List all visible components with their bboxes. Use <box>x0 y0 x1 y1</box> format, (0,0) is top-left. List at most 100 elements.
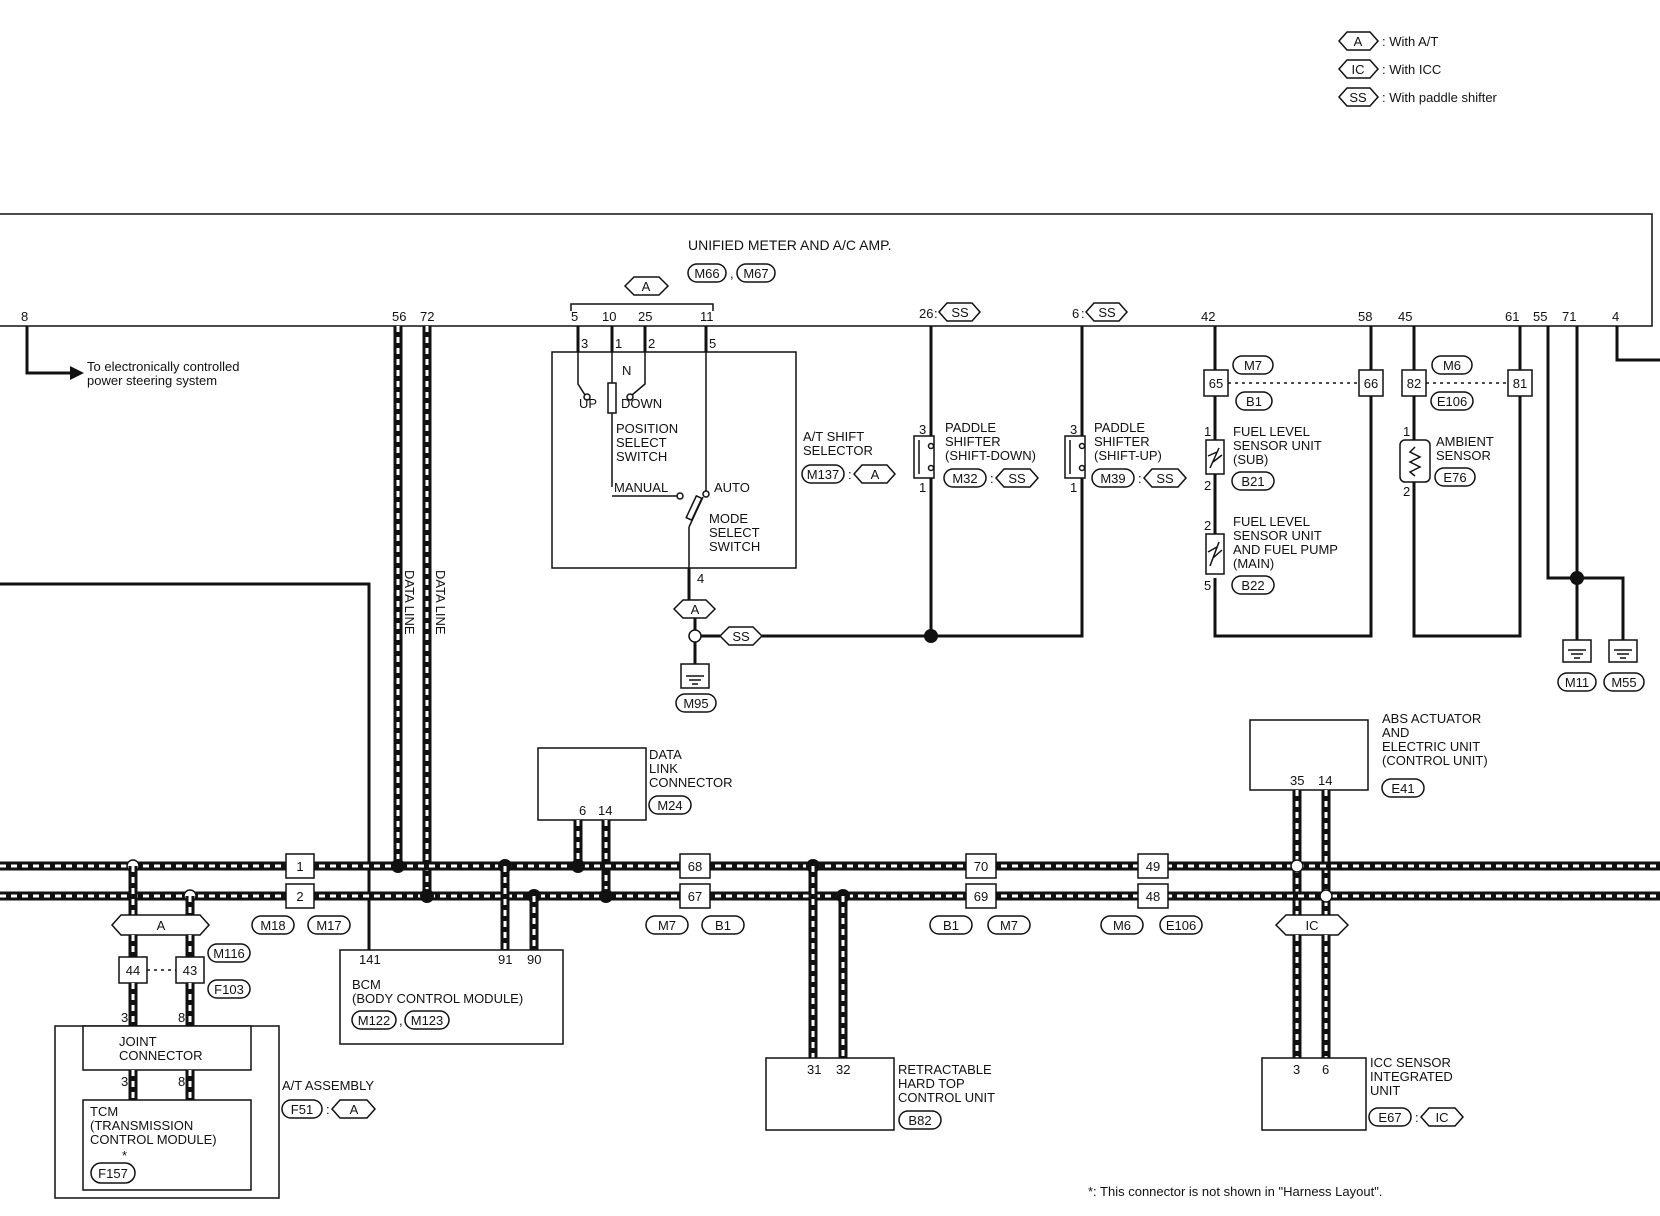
pin-label: 4 <box>1612 309 1619 324</box>
at-shift-selector: A 3 1 2 5 N UP DOWN POSITION SELECT SWIT… <box>551 276 1084 713</box>
meter-pins: 8 56 72 5 10 25 11 26 : SS 6 : SS 42 58 … <box>21 302 1619 324</box>
pin-label: 3 <box>1293 1062 1300 1077</box>
ground-label: M95 <box>683 696 708 711</box>
n-label: N <box>622 363 631 378</box>
connector-label: M123 <box>411 1013 444 1028</box>
legend-item-ic: IC : With ICC <box>1337 59 1441 79</box>
down-label: DOWN <box>621 396 662 411</box>
at-assembly-title: A/T ASSEMBLY <box>282 1078 374 1093</box>
bus-connector-m6-e106: 49 48 M6 E106 <box>1100 853 1203 935</box>
pin-label: 58 <box>1358 309 1372 324</box>
connector-label: B82 <box>908 1113 931 1128</box>
pin-label: 1 <box>296 859 303 874</box>
pin-label: 1 <box>1204 424 1211 439</box>
connector-label: M66 <box>694 266 719 281</box>
icc-sensor-unit: IC 3 6 ICC SENSOR INTEGRATED UNIT E67 : … <box>1261 914 1465 1131</box>
star-mark: * <box>122 1148 127 1163</box>
connector-label: M7 <box>1000 918 1018 933</box>
pin-label: 14 <box>1318 773 1332 788</box>
legend: A : With A/T IC : With ICC SS : With pad… <box>1337 31 1498 107</box>
sensor-title: AND FUEL PUMP <box>1233 542 1338 557</box>
pin-label: 8 <box>178 1010 185 1025</box>
pin-label: 35 <box>1290 773 1304 788</box>
abs-title: ABS ACTUATOR <box>1382 711 1481 726</box>
legend-text: : With paddle shifter <box>1382 90 1498 105</box>
legend-text: : With A/T <box>1382 34 1438 49</box>
pin-label: 31 <box>807 1062 821 1077</box>
up-label: UP <box>579 396 597 411</box>
paddle-shifter-up: 3 1 PADDLE SHIFTER (SHIFT-UP) M39 : SS <box>1064 420 1188 495</box>
paddle-shifter-down: 3 1 PADDLE SHIFTER (SHIFT-DOWN) M32 : SS <box>913 420 1040 495</box>
pin-label: 67 <box>688 889 702 904</box>
pin-label: 8 <box>178 1074 185 1089</box>
joint-title: JOINT <box>119 1034 157 1049</box>
pin-label: 90 <box>527 952 541 967</box>
connector-label: E41 <box>1391 781 1414 796</box>
separator: , <box>399 1013 403 1028</box>
connector-label: B21 <box>1241 474 1264 489</box>
footnote: *: This connector is not shown in "Harne… <box>1088 1184 1382 1199</box>
pin-label: 2 <box>1204 478 1211 493</box>
tcm-title: TCM <box>90 1104 118 1119</box>
abs-title: AND <box>1382 725 1409 740</box>
joint-connector-tcm: A 44 43 M116 F103 3 8 JOINT CONNECTOR 3 … <box>54 866 377 1199</box>
pin-label: 2 <box>648 336 655 351</box>
paddle-title: (SHIFT-UP) <box>1094 448 1162 463</box>
paddle-title: SHIFTER <box>1094 434 1150 449</box>
pin-label: 69 <box>974 889 988 904</box>
bus-connector-b1-m7: 70 69 B1 M7 <box>929 853 1031 935</box>
pin-label: 56 <box>392 309 406 324</box>
pin-label: 5 <box>571 309 578 324</box>
power-steering-arrow: To electronically controlled power steer… <box>25 326 239 388</box>
tcm-title: (TRANSMISSION <box>90 1118 193 1133</box>
selector-title: A/T SHIFT <box>803 429 864 444</box>
fuel-level-circuit: 65 66 M7 B1 1 2 FUEL LEVEL SENSOR UNIT (… <box>1203 326 1384 638</box>
sensor-title: FUEL LEVEL <box>1233 424 1310 439</box>
data-lines: DATA LINE DATA LINE <box>393 326 448 896</box>
ground-label: M11 <box>1565 675 1589 690</box>
paddle-title: PADDLE <box>1094 420 1145 435</box>
switch-title: SELECT <box>616 435 667 450</box>
ss-tag: SS <box>732 629 750 644</box>
pin-label: 42 <box>1201 309 1215 324</box>
connector-label: F157 <box>98 1166 128 1181</box>
pin-label: 91 <box>498 952 512 967</box>
pin-label: 68 <box>688 859 702 874</box>
pin-label: 5 <box>1204 578 1211 593</box>
pin-label: 3 <box>121 1010 128 1025</box>
bus-connector-m18-m17: 1 2 M18 M17 <box>251 853 351 935</box>
pin141-wire <box>0 582 371 950</box>
pin4-wire <box>1615 326 1660 362</box>
connector-label: B1 <box>943 918 959 933</box>
icc-title: INTEGRATED <box>1370 1069 1453 1084</box>
connector-label: M24 <box>657 798 682 813</box>
sensor-title: SENSOR <box>1436 448 1491 463</box>
switch-title: SELECT <box>709 525 760 540</box>
connector-label: M18 <box>260 918 285 933</box>
abs-title: ELECTRIC UNIT <box>1382 739 1480 754</box>
colon: : <box>326 1102 330 1117</box>
pin-label: 6 <box>1322 1062 1329 1077</box>
legend-text: : With ICC <box>1382 62 1441 77</box>
connector-label: M116 <box>213 946 245 961</box>
ground-label: M55 <box>1611 675 1636 690</box>
connector-label: M67 <box>743 266 768 281</box>
manual-label: MANUAL <box>614 480 668 495</box>
connector-label: B1 <box>1246 394 1262 409</box>
tcm-title: CONTROL MODULE) <box>90 1132 217 1147</box>
colon: : <box>1415 1110 1419 1125</box>
pin-label: 72 <box>420 309 434 324</box>
connector-label: M17 <box>316 918 341 933</box>
pin-label: 1 <box>1070 480 1077 495</box>
selector-title: SELECTOR <box>803 443 873 458</box>
abs-title: (CONTROL UNIT) <box>1382 753 1488 768</box>
connector-label: B1 <box>715 918 731 933</box>
switch-title: POSITION <box>616 421 678 436</box>
legend-tag: IC <box>1352 62 1365 77</box>
can-bus <box>0 859 1660 903</box>
connector-label: M137 <box>807 467 840 482</box>
pin-label: 66 <box>1364 376 1378 391</box>
connector-label: E106 <box>1437 394 1467 409</box>
a-tag: A <box>350 1102 359 1117</box>
hardtop-title: HARD TOP <box>898 1076 965 1091</box>
